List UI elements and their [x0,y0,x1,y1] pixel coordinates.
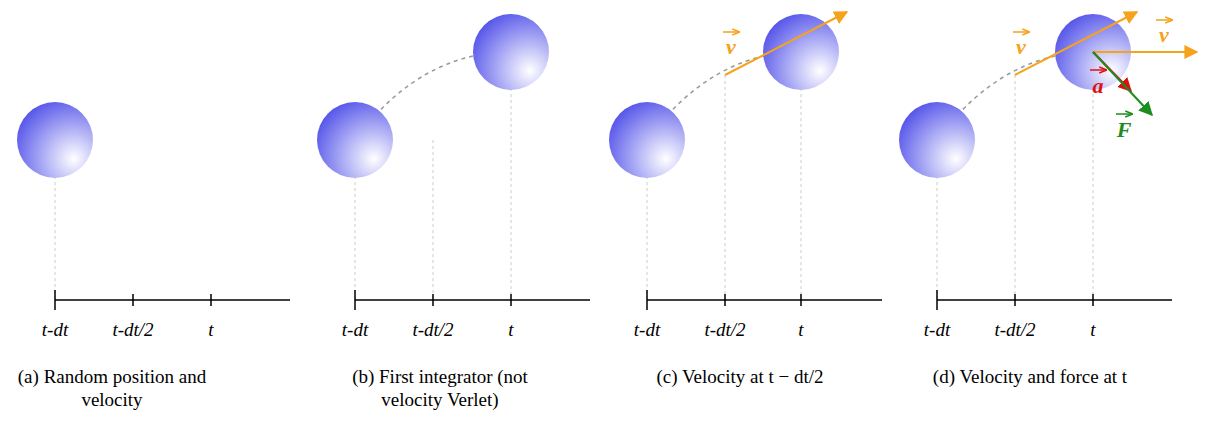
vector-symbol: a [1093,73,1104,99]
vectors [725,12,1197,115]
panel-caption: (a) Random position and velocity [12,366,212,412]
trajectory [355,52,1093,140]
panel-caption: (b) First integrator (not velocity Verle… [343,366,538,412]
time-tick-label: t-dt [342,319,368,341]
time-tick-label: t-dt [634,319,660,341]
vector-symbol: F [1117,117,1132,143]
vector-accent [723,20,1172,114]
time-tick-label: t [798,319,803,341]
time-tick-label: t-dt/2 [994,319,1035,341]
time-tick-label: t [208,319,213,341]
time-tick-label: t-dt [924,319,950,341]
time-tick-label: t-dt/2 [412,319,453,341]
particle [17,14,1131,178]
time-tick-label: t-dt/2 [112,319,153,341]
panel-caption: (d) Velocity and force at t [930,366,1130,389]
guide-lines [55,52,1093,300]
vector-symbol: v [1016,34,1026,60]
time-tick-label: t [1090,319,1095,341]
panel-caption: (c) Velocity at t − dt/2 [625,366,855,389]
vector-symbol: v [726,34,736,60]
time-tick-label: t-dt/2 [704,319,745,341]
time-tick-label: t-dt [42,319,68,341]
vector-symbol: v [1159,22,1169,48]
time-axis [55,290,1172,310]
time-tick-label: t [508,319,513,341]
